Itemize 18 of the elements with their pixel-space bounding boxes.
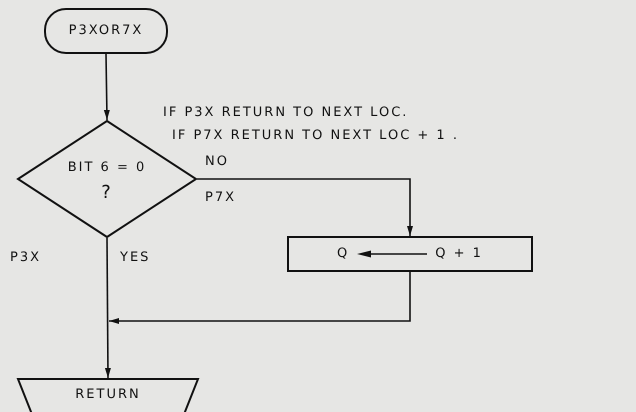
question-mark: ? — [101, 182, 113, 204]
condition-text: BIT 6 = 0 — [68, 160, 146, 176]
node-label: Q + 1 — [435, 246, 483, 262]
start-terminal — [44, 8, 168, 54]
process-box — [287, 236, 533, 272]
note-text: IF P3X RETURN TO NEXT LOC. — [163, 105, 408, 120]
edge-label: NO — [205, 154, 229, 169]
node-label: P3XOR7X — [68, 23, 144, 39]
arrow — [104, 238, 111, 378]
arrow — [109, 272, 411, 324]
path-label: P7X — [205, 190, 236, 205]
node-label: RETURN — [75, 387, 141, 403]
edge-label: YES — [120, 250, 150, 265]
arrow — [104, 54, 110, 120]
arrow — [197, 178, 413, 236]
note-text: IF P7X RETURN TO NEXT LOC + 1 . — [172, 128, 459, 143]
path-label: P3X — [10, 250, 42, 265]
node-label: Q — [337, 246, 350, 262]
